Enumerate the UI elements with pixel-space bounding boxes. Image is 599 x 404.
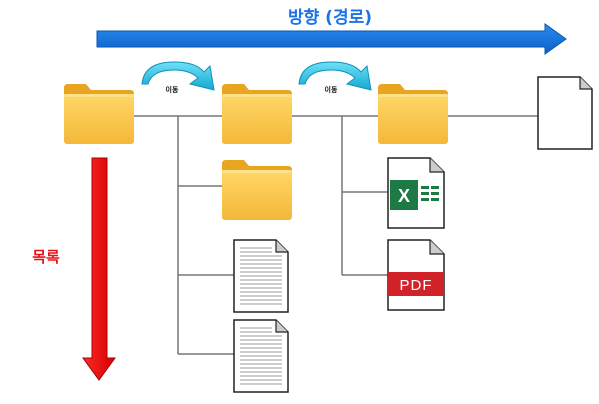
excel-file-icon: X — [387, 157, 445, 229]
folder-icon-level-2 — [378, 84, 448, 144]
list-label: 목록 — [32, 248, 60, 266]
folder-icon-level-1 — [222, 84, 292, 144]
move-label-2: 이동 — [325, 85, 338, 94]
list-arrow-icon — [82, 157, 116, 381]
direction-label: 방향 (경로) — [288, 7, 372, 28]
document-icon-list-1 — [233, 239, 289, 313]
excel-letter: X — [398, 186, 410, 206]
connector-lines — [134, 115, 538, 355]
pdf-label: PDF — [400, 277, 433, 294]
direction-arrow-icon — [96, 23, 567, 55]
document-icon-end — [537, 76, 593, 150]
pdf-file-icon: PDF — [387, 239, 445, 311]
folder-icon-child — [222, 160, 292, 220]
move-label-1: 이동 — [166, 85, 179, 94]
document-icon-list-2 — [233, 319, 289, 393]
folder-icon-root — [64, 84, 134, 144]
